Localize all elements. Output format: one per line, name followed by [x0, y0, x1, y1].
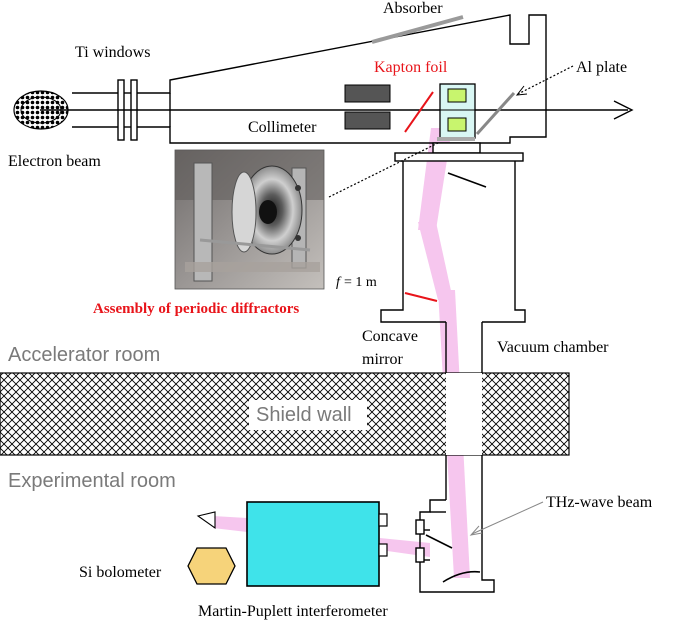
- label-kapton-foil: Kapton foil: [374, 59, 448, 76]
- label-si-bolometer: Si bolometer: [79, 564, 162, 581]
- label-interferometer: Martin-Puplett interferometer: [198, 603, 388, 620]
- concave-mirror: [404, 292, 438, 302]
- label-shield-wall: Shield wall: [256, 404, 352, 426]
- label-focal-value: = 1 m: [344, 275, 377, 290]
- al-plate: [475, 91, 516, 136]
- diffractor-assembly-photo: [174, 149, 325, 290]
- thz-beam-pointer: [471, 501, 544, 535]
- kapton-foil: [404, 91, 434, 133]
- beam-arrow-head: [613, 100, 634, 120]
- label-assembly: Assembly of periodic diffractors: [93, 301, 299, 317]
- interferometer-box: [246, 501, 380, 587]
- al-plate-base: [437, 137, 475, 141]
- concave-mirror-lower: [442, 570, 481, 583]
- label-thz-beam: THz-wave beam: [546, 494, 653, 511]
- electron-bunch-icon: [13, 90, 69, 130]
- periodic-diffractor: [439, 83, 476, 139]
- photo-pointer: [328, 141, 441, 198]
- label-experimental-room: Experimental room: [8, 470, 176, 492]
- label-absorber: Absorber: [383, 0, 443, 17]
- absorber-plate: [371, 15, 464, 44]
- shield-wall-gap: [446, 373, 482, 455]
- hexagon-detector-icon: [187, 547, 236, 585]
- label-concave-mirror-1: Concave: [362, 328, 418, 345]
- bolometer-cone: [196, 511, 216, 530]
- label-focal-symbol: f: [336, 275, 342, 290]
- plane-mirror-upper: [447, 172, 487, 188]
- label-concave-mirror-2: mirror: [362, 351, 404, 368]
- label-electron-beam: Electron beam: [8, 153, 101, 170]
- plane-mirror-lower: [425, 534, 453, 549]
- label-al-plate: Al plate: [576, 59, 627, 76]
- label-vacuum-chamber: Vacuum chamber: [497, 339, 609, 356]
- label-collimeter: Collimeter: [248, 119, 317, 136]
- label-accelerator-room: Accelerator room: [8, 344, 160, 366]
- collimator-block-top: [344, 84, 391, 103]
- shield-wall-label-box: [249, 400, 367, 430]
- vacuum-beamline: [72, 14, 547, 593]
- collimator-block-bottom: [344, 111, 391, 130]
- label-ti-windows: Ti windows: [75, 44, 150, 61]
